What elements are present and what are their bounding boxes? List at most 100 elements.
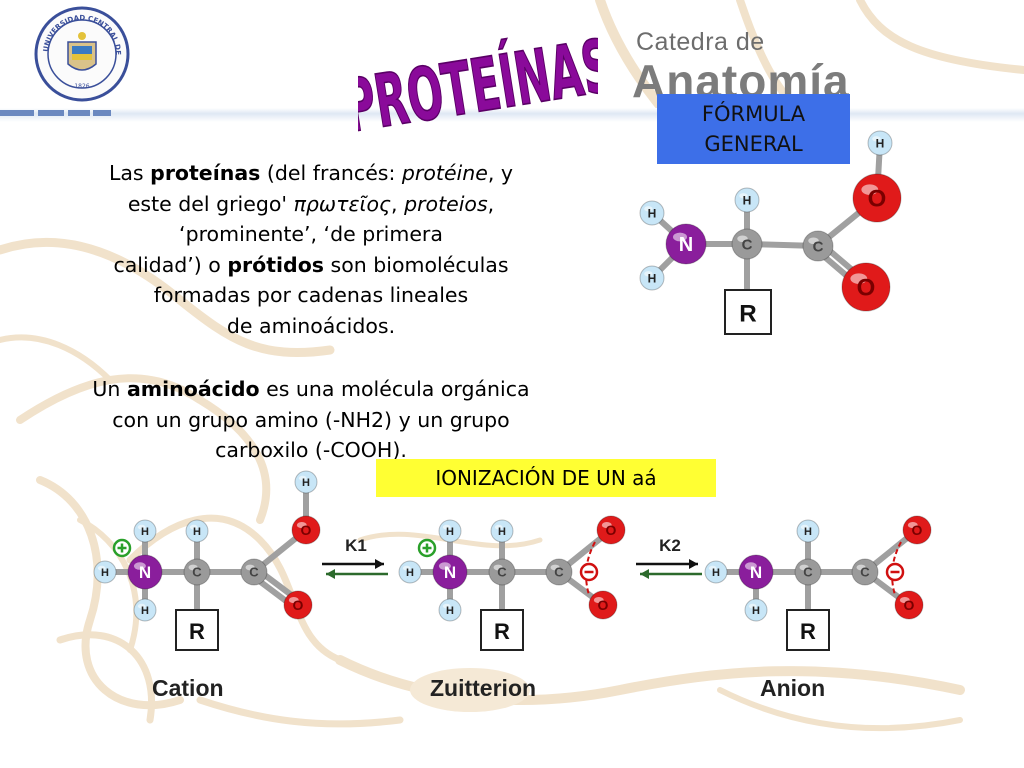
svg-text:O: O xyxy=(868,186,887,213)
equilibrium-arrows-k1: K1 xyxy=(322,536,388,579)
text-line: carboxilo (-COOH). xyxy=(215,438,407,462)
svg-text:R: R xyxy=(494,619,510,644)
text-line: formadas por cadenas lineales xyxy=(153,283,469,307)
hydrogen-atom: H xyxy=(133,519,157,543)
positive-charge-icon xyxy=(112,538,132,558)
header-dash xyxy=(38,110,64,116)
carbon-atom: C xyxy=(802,230,834,262)
header-dash xyxy=(93,110,111,116)
oxygen-atom: O xyxy=(588,590,618,620)
text-run: es una molécula orgánica xyxy=(259,377,530,401)
nitrogen-atom: N xyxy=(127,554,163,590)
text-run: son biomoléculas xyxy=(324,252,509,277)
svg-text:O: O xyxy=(293,597,304,613)
nitrogen-atom: N xyxy=(738,554,774,590)
text-run: , xyxy=(391,191,405,216)
oxygen-atom: O xyxy=(894,590,924,620)
svg-text:O: O xyxy=(301,522,312,538)
hydrogen-atom: H xyxy=(639,200,665,226)
svg-text:H: H xyxy=(743,193,752,207)
nitrogen-atom: N xyxy=(432,554,468,590)
text-run: Las xyxy=(108,161,151,185)
text-run: Un xyxy=(92,377,127,401)
svg-text:1826: 1826 xyxy=(74,83,89,90)
svg-text:K1: K1 xyxy=(345,536,367,555)
oxygen-atom: O xyxy=(852,173,902,223)
svg-text:R: R xyxy=(739,301,756,328)
header-dash xyxy=(68,110,90,116)
svg-text:H: H xyxy=(804,526,812,538)
svg-text:H: H xyxy=(141,605,149,617)
intro-paragraph: Las proteínas (del francés: protéine, y … xyxy=(66,158,556,341)
svg-text:H: H xyxy=(101,567,109,579)
term-greek: πρωτεῖος xyxy=(293,191,392,216)
svg-text:H: H xyxy=(648,271,657,285)
brand-line-1: Catedra de xyxy=(636,28,765,56)
page-title: PROTEÍNAS xyxy=(358,23,598,144)
zwitterion-label: Zuitterion xyxy=(430,675,537,701)
text-run: (del francés: xyxy=(260,161,402,185)
text-run: este del griego' xyxy=(127,191,294,216)
hydrogen-atom: H xyxy=(185,519,209,543)
svg-text:N: N xyxy=(139,563,151,582)
hydrogen-atom: H xyxy=(867,130,893,156)
term-proteinas: proteínas xyxy=(150,161,261,185)
oxygen-atom: O xyxy=(283,590,313,620)
svg-text:H: H xyxy=(648,206,657,220)
carbon-atom: C xyxy=(851,558,879,586)
svg-text:H: H xyxy=(446,605,454,617)
svg-text:C: C xyxy=(742,236,753,253)
oxygen-atom: O xyxy=(841,262,891,312)
svg-text:H: H xyxy=(752,605,760,617)
hydrogen-atom: H xyxy=(704,560,728,584)
oxygen-atom: O xyxy=(291,515,321,545)
formula-label-line-2: GENERAL xyxy=(704,132,803,156)
hydrogen-atom: H xyxy=(133,598,157,622)
r-group-box: R xyxy=(724,289,772,335)
negative-charge-icon xyxy=(579,562,599,582)
r-group-box: R xyxy=(786,609,830,651)
carbon-atom: C xyxy=(488,558,516,586)
formula-general-label: FÓRMULA GENERAL xyxy=(657,94,850,164)
text-run: , xyxy=(487,191,495,216)
term-proteine: protéine xyxy=(401,161,488,185)
carbon-atom: C xyxy=(183,558,211,586)
svg-text:C: C xyxy=(192,565,202,580)
equilibrium-arrows-k2: K2 xyxy=(636,536,702,579)
svg-text:C: C xyxy=(860,565,870,580)
svg-text:H: H xyxy=(446,526,454,538)
hydrogen-atom: H xyxy=(490,519,514,543)
svg-text:H: H xyxy=(141,526,149,538)
header-dash xyxy=(0,110,34,116)
svg-text:O: O xyxy=(606,522,617,538)
svg-text:C: C xyxy=(497,565,507,580)
carbon-atom: C xyxy=(794,558,822,586)
svg-text:H: H xyxy=(406,567,414,579)
text-line: de aminoácidos. xyxy=(226,313,396,338)
university-seal-logo: UNIVERSIDAD CENTRAL DEL ECUADOR 1826 xyxy=(34,6,130,102)
carbon-atom: C xyxy=(731,228,763,260)
hydrogen-atom: H xyxy=(639,265,665,291)
nitrogen-atom: N xyxy=(665,223,707,265)
svg-text:R: R xyxy=(800,619,816,644)
svg-text:N: N xyxy=(444,563,456,582)
hydrogen-atom: H xyxy=(93,560,117,584)
hydrogen-atom: H xyxy=(734,187,760,213)
cation-label: Cation xyxy=(152,675,224,701)
hydrogen-atom: H xyxy=(398,560,422,584)
svg-text:O: O xyxy=(857,275,876,302)
oxygen-atom: O xyxy=(596,515,626,545)
aminoacid-paragraph: Un aminoácido es una molécula orgánica c… xyxy=(56,374,566,466)
svg-text:O: O xyxy=(598,597,609,613)
carbon-atom: C xyxy=(240,558,268,586)
svg-text:N: N xyxy=(750,563,762,582)
text-run: calidad’) o xyxy=(113,252,228,277)
svg-text:C: C xyxy=(249,565,259,580)
svg-text:C: C xyxy=(813,238,824,255)
svg-text:H: H xyxy=(193,526,201,538)
svg-text:R: R xyxy=(189,619,205,644)
svg-text:O: O xyxy=(912,522,923,538)
